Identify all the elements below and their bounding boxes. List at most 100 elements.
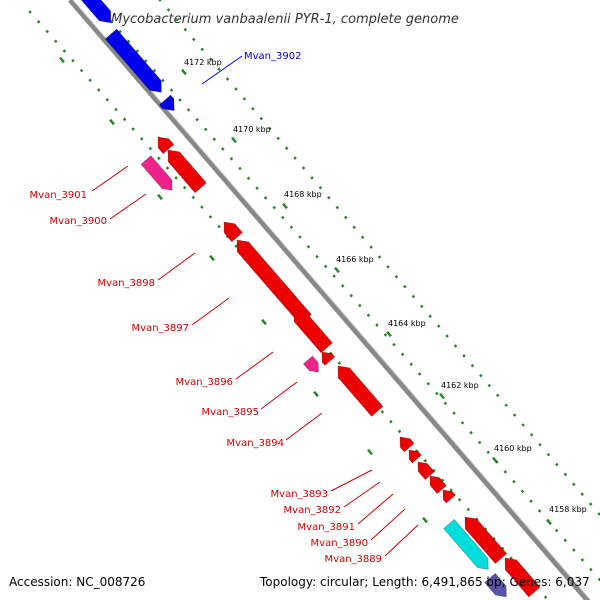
gene-mvan-3894[interactable] [337,365,384,417]
leader-mvan-3898 [157,252,196,281]
gene-label-mvan-3898[interactable]: Mvan_3898 [98,278,155,289]
gene-features [80,0,541,598]
guide-dot-mid [477,440,482,445]
gene-label-mvan-3893[interactable]: Mvan_3893 [271,489,328,500]
guide-dot-mid [161,78,165,83]
guide-dot-mid [178,98,182,102]
guide-dot-outer [225,77,230,81]
gene-mvan-3898-a[interactable] [223,221,243,243]
guide-dot-mid [426,382,431,386]
guide-dot-outer [496,393,500,398]
guide-dot-inner [191,195,196,200]
guide-dot-mid [229,156,234,161]
guide-dot-mid [323,264,328,269]
leader-mvan-3889 [384,524,419,557]
guide-dot-outer [310,176,314,180]
guide-dot-outer [394,274,399,279]
guide-dot-inner [105,98,110,102]
guide-dot-inner [71,59,75,63]
guide-dot-outer [563,472,568,477]
gene-label-mvan-3895[interactable]: Mvan_3895 [202,407,259,418]
guide-dot-mid [315,254,319,259]
gene-label-mvan-3896[interactable]: Mvan_3896 [176,377,233,388]
gene-label-mvan-3889[interactable]: Mvan_3889 [325,554,382,565]
gene-mvan-3887[interactable] [504,557,541,598]
guide-dot-mid [435,391,439,396]
leader-mvan-3902 [201,55,243,85]
guide-dot-inner [432,468,436,473]
guide-dot-mid [580,558,585,562]
guide-dot-mid [272,205,276,210]
guide-dot-outer [555,462,559,467]
gene-label-mvan-3900[interactable]: Mvan_3900 [50,216,107,227]
leader-mvan-3890 [370,508,406,541]
guide-dot-inner [423,458,428,463]
gene-label-mvan-3890[interactable]: Mvan_3890 [311,538,368,549]
guide-dot-inner [122,117,127,122]
guide-dot-inner [500,546,505,551]
guide-dot-inner [131,127,135,131]
guide-dot-inner [148,146,153,151]
guide-dot-outer [259,116,264,121]
guide-dot-outer [318,186,323,190]
gene-mvan-3902[interactable] [158,94,175,111]
gene-mvan-3903[interactable] [104,28,162,93]
guide-dot-outer [546,452,551,457]
gene-mvan-3890[interactable] [442,489,456,504]
gene-mvan-3893-b[interactable] [408,449,422,464]
gene-mvan-3886[interactable] [484,572,507,598]
guide-dot-outer [192,37,196,42]
gene-mvan-3888[interactable] [443,518,489,570]
guide-dot-inner [79,68,84,73]
gene-mvan-3904[interactable] [80,0,112,24]
guide-dot-inner [200,205,204,209]
gene-mvan-3889[interactable] [464,516,508,564]
gene-mvan-3895-a[interactable] [321,351,336,366]
guide-dot-outer [208,57,213,62]
guide-dot-mid [529,499,533,503]
scale-tick [334,266,340,274]
scale-tick [109,118,115,126]
guide-dot-mid [135,49,140,53]
guide-dot-outer [369,245,373,249]
guide-dot-inner [492,536,496,541]
guide-dot-inner [457,497,462,502]
gene-mvan-3901[interactable] [167,149,207,194]
guide-dot-inner [28,10,32,14]
guide-dot-mid [340,284,345,288]
guide-dot-outer [462,354,466,358]
guide-dot-inner [165,166,170,170]
gene-label-mvan-3892[interactable]: Mvan_3892 [284,505,341,516]
gene-mvan-3892[interactable] [417,461,435,480]
gene-mvan-3891[interactable] [429,475,447,494]
gene-mvan-3900[interactable] [140,155,173,191]
gene-label-mvan-3894[interactable]: Mvan_3894 [227,438,284,449]
guide-dot-outer [335,205,340,210]
guide-dot-inner [440,478,445,482]
gene-mvan-3896[interactable] [303,355,319,373]
guide-dot-mid [144,59,148,63]
guide-dot-mid [589,567,593,572]
guide-dot-mid [195,117,199,122]
leader-mvan-3897 [191,297,230,326]
guide-dot-outer [200,47,204,52]
label-leader-lines [91,55,419,557]
gene-label-mvan-3891[interactable]: Mvan_3891 [298,522,355,533]
guide-dot-mid [520,489,525,494]
guide-dot-mid [212,137,217,141]
guide-dot-mid [349,293,354,298]
guide-dot-inner [380,410,385,414]
guide-dot-outer [538,443,542,447]
gene-mvan-3901-a[interactable] [157,136,175,155]
gene-label-mvan-3897[interactable]: Mvan_3897 [132,323,189,334]
gene-labels: Mvan_3902 Mvan_3901 Mvan_3900 Mvan_3898 … [30,51,382,565]
guide-dot-inner [337,361,342,365]
gene-mvan-3893[interactable] [399,436,415,453]
scale-tick [492,456,498,464]
guide-dot-inner [483,527,488,531]
gene-mvan-3897[interactable] [293,309,333,354]
guide-dot-mid [126,39,131,44]
gene-label-mvan-3901[interactable]: Mvan_3901 [30,190,87,201]
gene-label-mvan-3902[interactable]: Mvan_3902 [244,51,301,62]
